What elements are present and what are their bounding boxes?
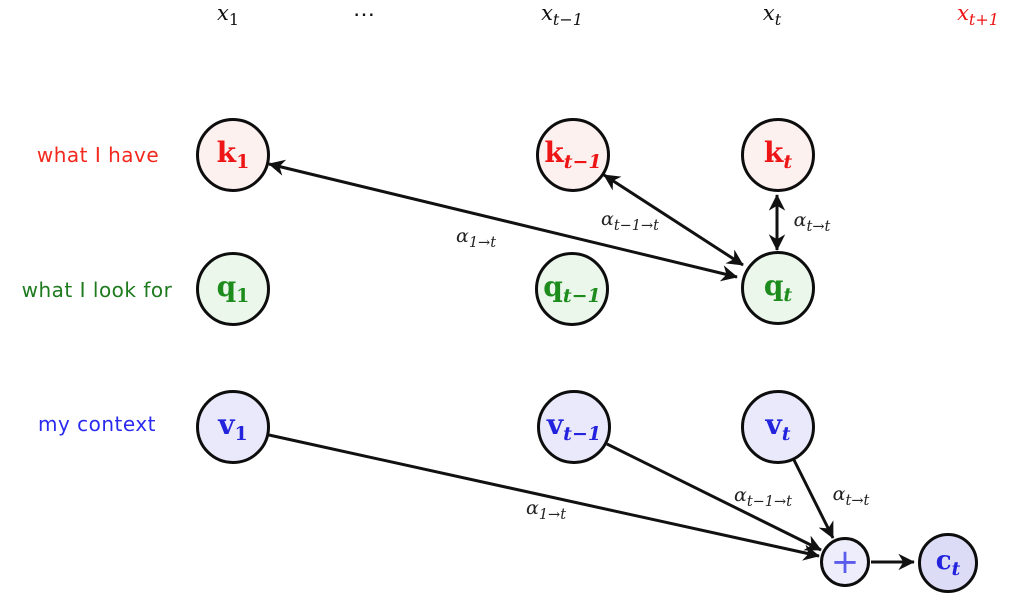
node-q1-main: q: [216, 269, 237, 303]
alpha-val-t-to-t-sub: t→t: [845, 493, 870, 509]
node-vt1-sub: t−1: [563, 422, 602, 445]
plus-icon: +: [830, 542, 860, 582]
node-v1-main: v: [218, 407, 235, 441]
arrow-vt1-sum: [606, 442, 822, 552]
seq-xt1-sub: t−1: [552, 10, 583, 29]
alpha-key-t-1-to-t-sub: t−1→t: [613, 218, 660, 234]
alpha-val-t-to-t-main: α: [832, 483, 846, 505]
alpha-key-1-to-t-sub: 1→t: [468, 235, 497, 251]
seq-xt-main: x: [762, 1, 775, 25]
arrow-k1-qt: [268, 159, 738, 282]
node-qt-main: q: [763, 268, 784, 302]
row-label-what-i-have: what I have: [36, 143, 160, 167]
alpha-key-1-to-t-main: α: [455, 225, 469, 247]
node-sum: +: [820, 537, 870, 587]
alpha-key-t-1-to-t-main: α: [600, 208, 614, 230]
seq-xt-sub: t: [774, 10, 782, 29]
node-v1: v1: [196, 390, 270, 464]
node-ct-sub: t: [951, 557, 961, 580]
seq-label-dots: ⋯: [353, 3, 377, 28]
alpha-val-t-to-t: αt→t: [833, 483, 870, 509]
node-kt1-main: k: [544, 135, 564, 169]
row-label-my-context: my context: [37, 412, 157, 436]
alpha-key-1-to-t: α1→t: [456, 225, 496, 251]
alpha-val-1-to-t: α1→t: [526, 497, 566, 523]
seq-x1-main: x: [216, 1, 229, 25]
alpha-key-t-to-t: αt→t: [794, 209, 831, 235]
node-kt1-sub: t−1: [563, 150, 602, 173]
node-qt1-main: q: [543, 269, 563, 303]
arrow-kt1-qt: [603, 173, 744, 267]
alpha-val-1-to-t-main: α: [525, 497, 539, 519]
node-ct-main: c: [935, 545, 952, 576]
node-qt: qt: [741, 251, 815, 325]
node-kt-1: kt−1: [536, 118, 610, 192]
alpha-val-1-to-t-sub: 1→t: [538, 507, 567, 523]
node-k1-sub: 1: [236, 150, 250, 173]
node-k1-main: k: [216, 135, 237, 169]
alpha-val-t-1-to-t-sub: t−1→t: [746, 494, 793, 510]
node-kt: kt: [741, 118, 815, 192]
seq-xt+1-sub: t+1: [968, 10, 999, 29]
alpha-key-t-1-to-t: αt−1→t: [601, 208, 659, 234]
seq-xt+1-main: x: [957, 1, 969, 25]
ellipsis-icon: ⋯: [353, 2, 377, 28]
seq-xt1-main: x: [541, 1, 553, 25]
alpha-key-t-to-t-sub: t→t: [806, 219, 831, 235]
node-vt-main: v: [765, 407, 782, 441]
alpha-key-t-to-t-main: α: [793, 209, 807, 231]
row-label-what-i-look-for: what I look for: [21, 278, 173, 302]
node-v1-sub: 1: [234, 422, 248, 445]
arrow-v1-sum: [268, 433, 820, 561]
node-kt-sub: t: [783, 150, 793, 173]
node-vt: vt: [741, 390, 815, 464]
seq-label-x1: x1: [217, 1, 239, 29]
node-vt-1: vt−1: [537, 390, 611, 464]
seq-label-xt-1: xt−1: [541, 1, 583, 29]
node-qt-1: qt−1: [535, 252, 609, 326]
alpha-val-t-1-to-t: αt−1→t: [734, 484, 792, 510]
node-ct: ct: [918, 533, 978, 593]
seq-x1-sub: 1: [228, 10, 240, 29]
node-vt-sub: t: [781, 422, 791, 445]
alpha-val-t-1-to-t-main: α: [733, 484, 747, 506]
seq-label-xt: xt: [763, 1, 781, 29]
seq-label-xt+1: xt+1: [957, 1, 999, 29]
node-k1: k1: [196, 118, 270, 192]
node-kt-main: k: [763, 135, 784, 169]
arrow-vt-sum: [792, 459, 835, 539]
node-q1: q1: [196, 252, 270, 326]
node-qt1-sub: t−1: [562, 284, 601, 307]
node-qt-sub: t: [783, 283, 793, 306]
node-q1-sub: 1: [236, 284, 250, 307]
node-vt1-main: v: [546, 407, 564, 441]
